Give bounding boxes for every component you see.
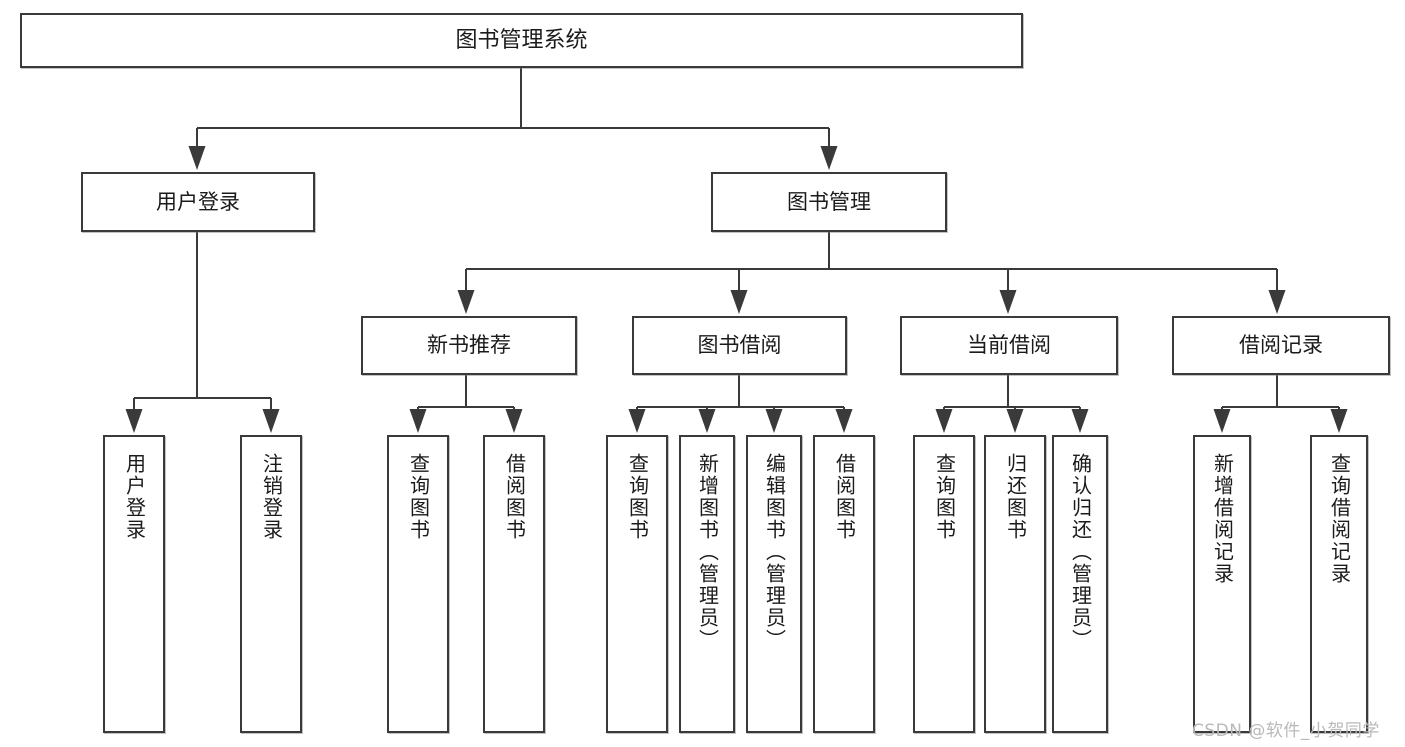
node-book-manage[interactable]: 图书管理 xyxy=(711,172,947,232)
level3-arrow-1-head xyxy=(730,290,748,314)
node-leaf-add-borrow-record-label: 新增借阅记录 xyxy=(1210,453,1235,585)
node-leaf-borrow-book-recommend[interactable]: 借阅图书 xyxy=(483,435,545,733)
group-2-arrow-2-head xyxy=(765,409,783,433)
node-leaf-query-book-recommend-label: 查询图书 xyxy=(406,453,431,541)
group-4-arrow-1-head xyxy=(1330,409,1348,433)
node-leaf-query-book-recommend[interactable]: 查询图书 xyxy=(387,435,449,733)
node-leaf-add-book-admin-label: 新增图书（管理员） xyxy=(695,453,720,651)
level2-arrow-0-head xyxy=(188,146,206,170)
level2-arrow-1-head xyxy=(820,146,838,170)
node-leaf-query-book-borrow[interactable]: 查询图书 xyxy=(606,435,668,733)
node-user-login[interactable]: 用户登录 xyxy=(81,172,315,232)
group-0-arrow-0-head xyxy=(125,409,143,433)
watermark: CSDN @软件_小贺同学 xyxy=(1192,721,1380,741)
group-2-arrow-0-head xyxy=(628,409,646,433)
node-root[interactable]: 图书管理系统 xyxy=(20,13,1023,68)
node-leaf-query-book-current[interactable]: 查询图书 xyxy=(913,435,975,733)
group-1-arrow-0-head xyxy=(409,409,427,433)
node-current-borrow-label: 当前借阅 xyxy=(967,333,1051,358)
node-leaf-return-book-label: 归还图书 xyxy=(1003,453,1028,541)
group-4-arrow-0-head xyxy=(1213,409,1231,433)
node-user-login-label: 用户登录 xyxy=(156,189,240,214)
group-3-arrow-0-head xyxy=(935,409,953,433)
group-2-arrow-3-head xyxy=(835,409,853,433)
node-leaf-query-book-borrow-label: 查询图书 xyxy=(625,453,650,541)
node-leaf-confirm-return-admin[interactable]: 确认归还（管理员） xyxy=(1052,435,1108,733)
node-leaf-borrow-book-recommend-label: 借阅图书 xyxy=(502,453,527,541)
level3-arrow-0-head xyxy=(457,290,475,314)
node-leaf-add-borrow-record[interactable]: 新增借阅记录 xyxy=(1193,435,1251,733)
node-leaf-user-logout-label: 注销登录 xyxy=(259,453,284,541)
node-leaf-user-login[interactable]: 用户登录 xyxy=(103,435,165,733)
group-1-arrow-1-head xyxy=(505,409,523,433)
node-borrow-record-label: 借阅记录 xyxy=(1239,333,1323,358)
node-leaf-user-login-label: 用户登录 xyxy=(122,453,147,541)
node-leaf-borrow-book[interactable]: 借阅图书 xyxy=(813,435,875,733)
node-leaf-confirm-return-admin-label: 确认归还（管理员） xyxy=(1068,453,1093,651)
node-leaf-user-logout[interactable]: 注销登录 xyxy=(240,435,302,733)
node-leaf-query-borrow-record[interactable]: 查询借阅记录 xyxy=(1310,435,1368,733)
node-leaf-edit-book-admin-label: 编辑图书（管理员） xyxy=(762,453,787,651)
group-3-arrow-2-head xyxy=(1071,409,1089,433)
node-new-book-recommend[interactable]: 新书推荐 xyxy=(361,316,577,375)
node-leaf-query-book-current-label: 查询图书 xyxy=(932,453,957,541)
node-leaf-return-book[interactable]: 归还图书 xyxy=(984,435,1046,733)
group-3-arrow-1-head xyxy=(1006,409,1024,433)
node-leaf-edit-book-admin[interactable]: 编辑图书（管理员） xyxy=(746,435,802,733)
node-book-manage-label: 图书管理 xyxy=(787,189,871,214)
group-2-arrow-1-head xyxy=(698,409,716,433)
level3-arrow-2-head xyxy=(999,290,1017,314)
node-borrow-record[interactable]: 借阅记录 xyxy=(1172,316,1390,375)
node-root-label: 图书管理系统 xyxy=(455,27,588,53)
node-new-book-recommend-label: 新书推荐 xyxy=(427,333,511,358)
node-leaf-add-book-admin[interactable]: 新增图书（管理员） xyxy=(679,435,735,733)
node-current-borrow[interactable]: 当前借阅 xyxy=(900,316,1118,375)
node-book-borrow[interactable]: 图书借阅 xyxy=(632,316,847,375)
node-leaf-query-borrow-record-label: 查询借阅记录 xyxy=(1327,453,1352,585)
node-leaf-borrow-book-label: 借阅图书 xyxy=(832,453,857,541)
level3-arrow-3-head xyxy=(1268,290,1286,314)
node-book-borrow-label: 图书借阅 xyxy=(697,333,782,358)
group-0-arrow-1-head xyxy=(262,409,280,433)
